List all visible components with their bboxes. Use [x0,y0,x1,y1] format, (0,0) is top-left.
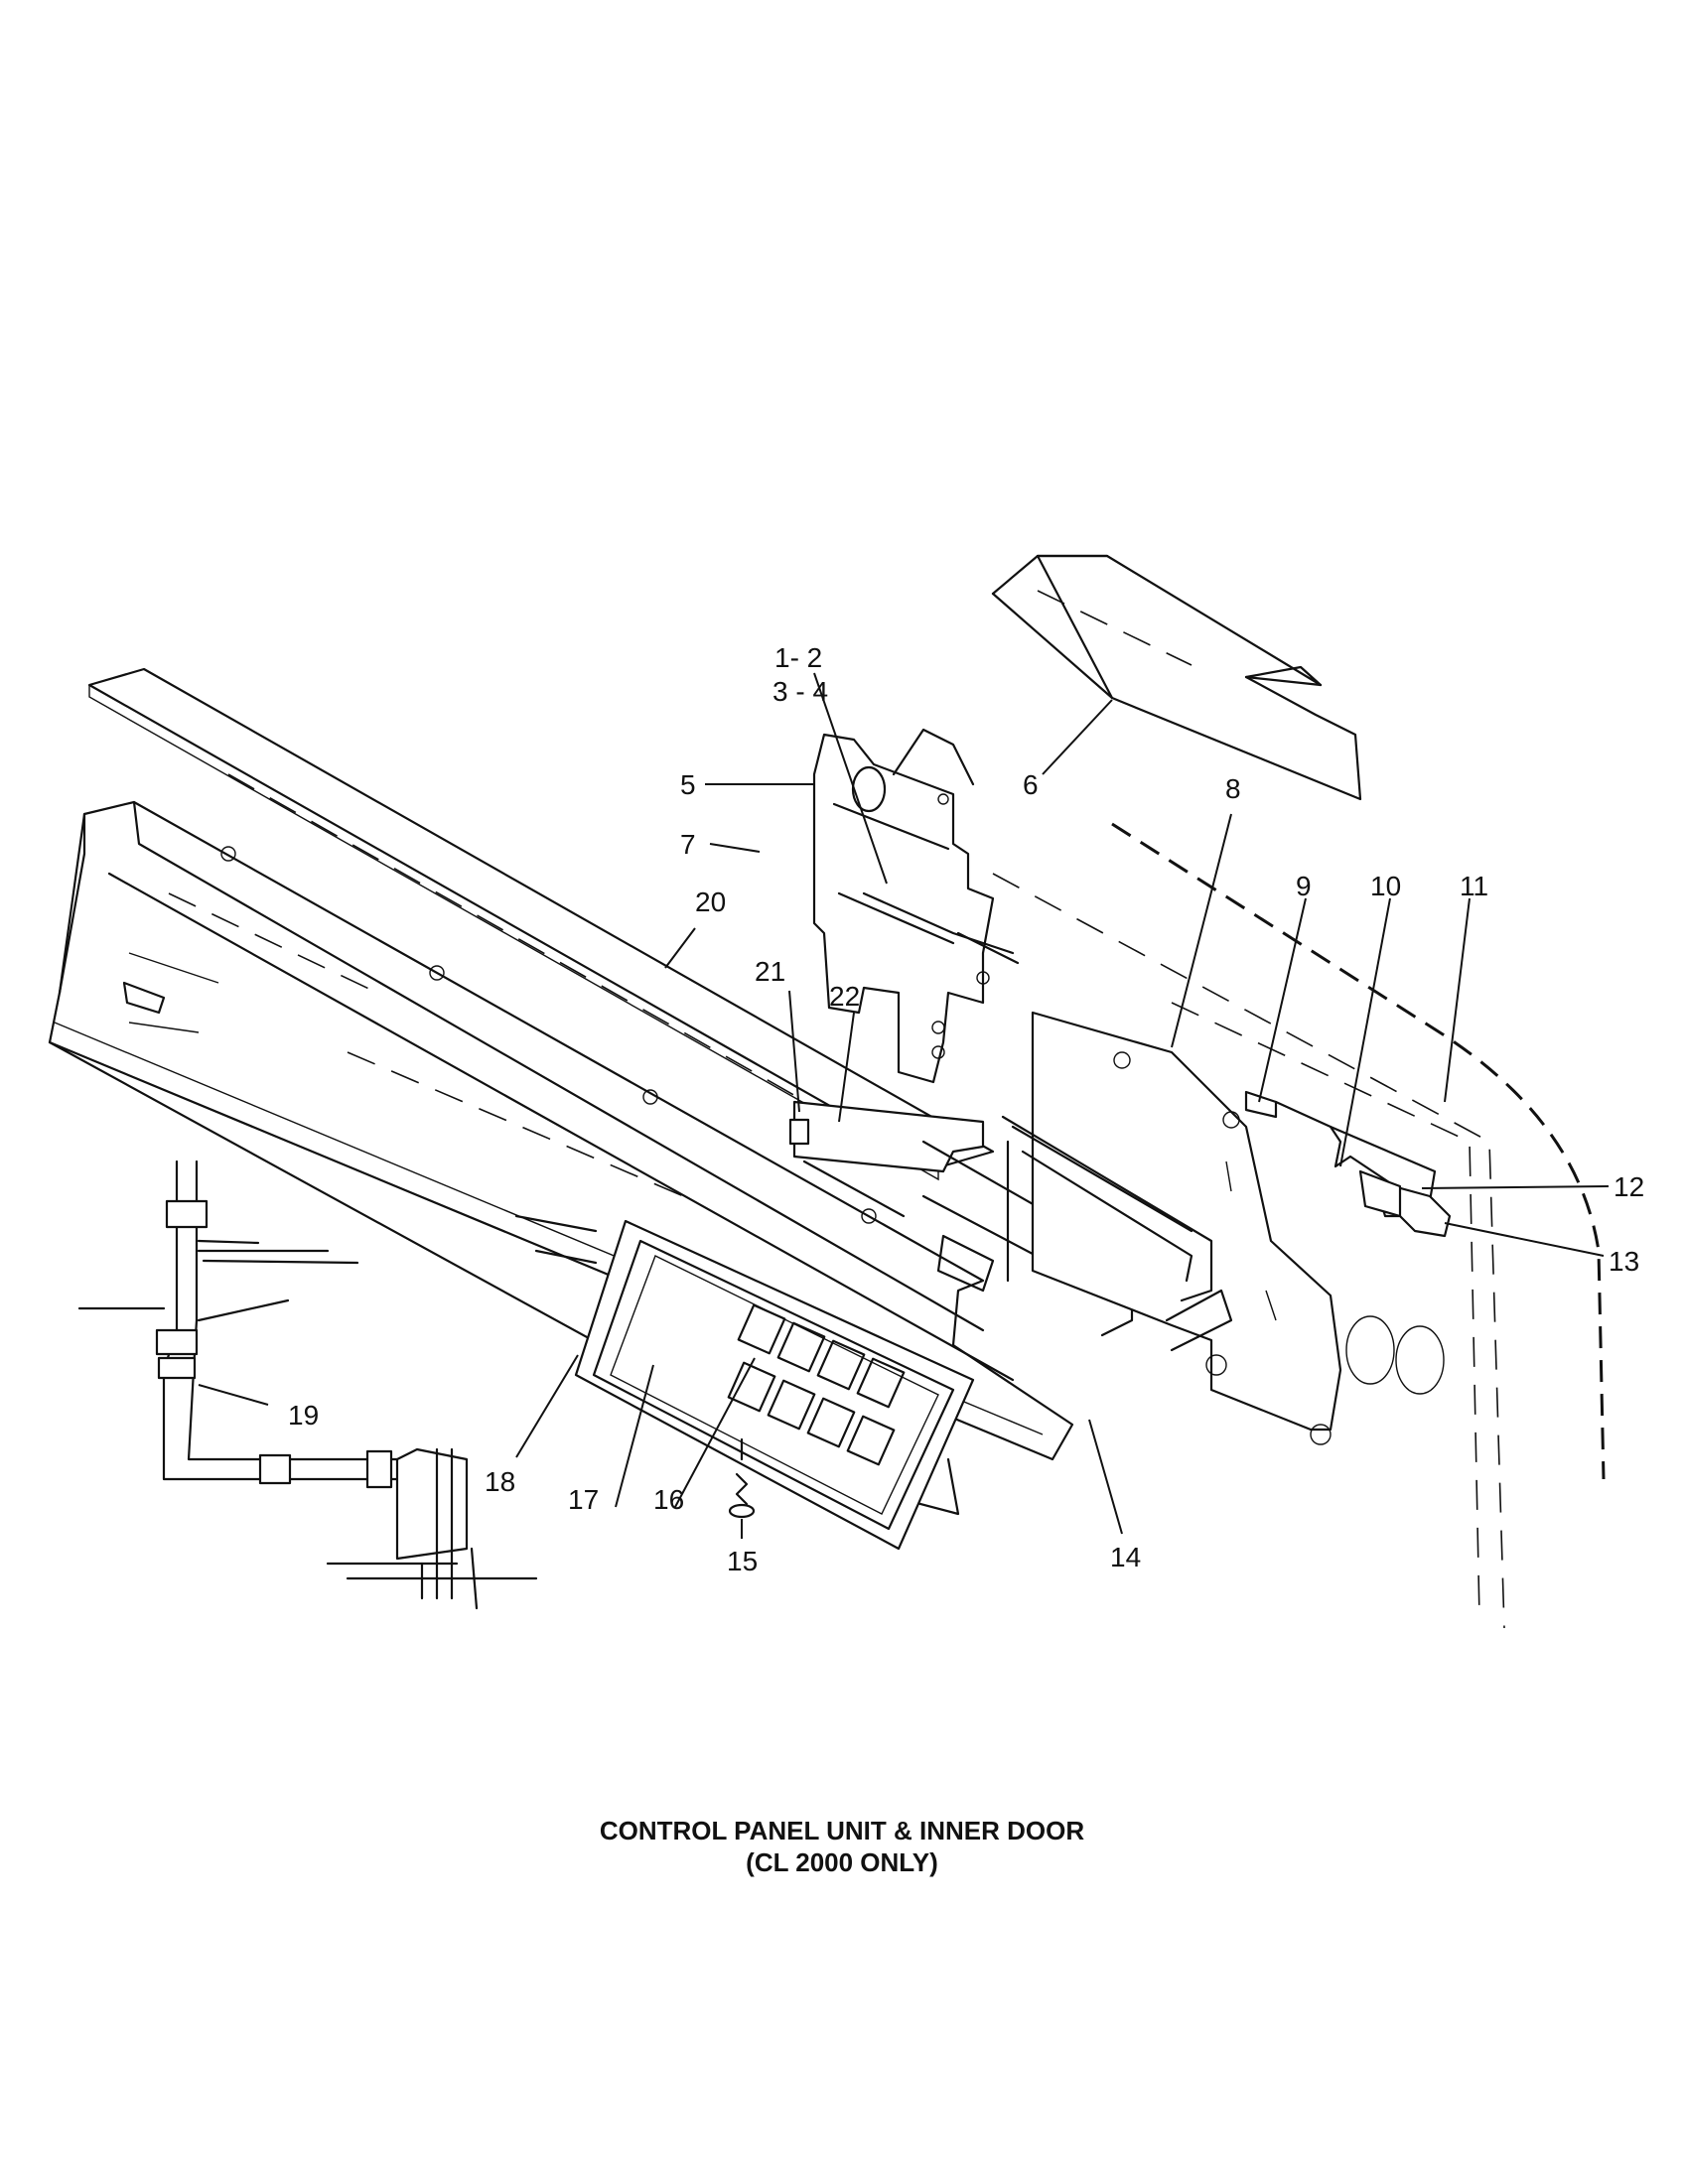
screw [728,1437,756,1519]
callout-10: 10 [1370,871,1401,901]
callout-3-4: 3 - 4 [772,676,828,707]
callout-5: 5 [680,769,696,800]
callout-16: 16 [653,1484,684,1515]
leader-lines [198,672,1610,1539]
callout-6: 6 [1023,769,1039,800]
callout-11: 11 [1460,871,1488,901]
callout-12: 12 [1614,1171,1644,1202]
callout-9: 9 [1296,871,1312,901]
callout-20: 20 [695,887,726,917]
hose-assembly [77,1160,538,1610]
upper-trim-strip [87,667,995,1181]
keypad [727,1303,906,1466]
callout-19: 19 [288,1400,319,1431]
callout-21: 21 [755,956,785,987]
callout-22: 22 [829,981,860,1012]
callout-13: 13 [1609,1246,1639,1277]
callout-7: 7 [680,829,696,860]
callout-15: 15 [727,1546,758,1576]
display-window-frame [574,1219,975,1551]
diagram-caption: CONTROL PANEL UNIT & INNER DOOR (CL 2000… [0,1815,1684,1878]
callout-labels: 1- 2 3 - 4 5 6 7 8 9 10 11 12 13 14 15 1… [288,642,1644,1576]
latch-parts [1244,1090,1452,1238]
callout-8: 8 [1225,773,1241,804]
top-cover-plate [991,554,1362,801]
control-panel-body [48,800,1074,1516]
caption-title: CONTROL PANEL UNIT & INNER DOOR [599,1816,1085,1845]
callout-18: 18 [485,1466,515,1497]
callout-17: 17 [568,1484,599,1515]
callout-1-2: 1- 2 [774,642,822,673]
switch-bracket [812,728,1020,1084]
callout-14: 14 [1110,1542,1141,1572]
control-board-housing [1001,1011,1342,1445]
channel-bracket [788,1100,1134,1337]
caption-subtitle: (CL 2000 ONLY) [746,1847,938,1877]
